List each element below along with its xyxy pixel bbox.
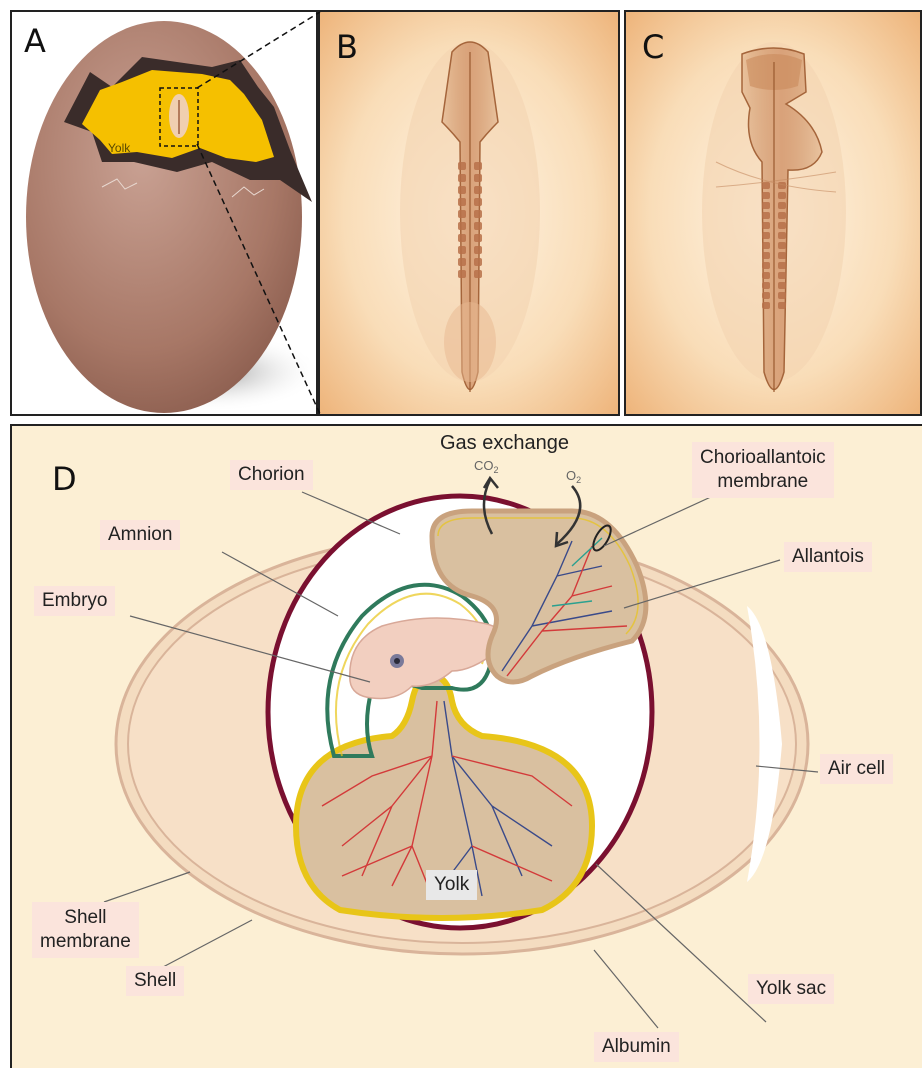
o2-label: O2 xyxy=(566,468,581,485)
yolk-label-a: Yolk xyxy=(108,141,131,155)
albumin-label: Albumin xyxy=(594,1032,679,1062)
allantois-label: Allantois xyxy=(784,542,872,572)
gas-exchange-label: Gas exchange xyxy=(440,432,569,454)
shell-label: Shell xyxy=(126,966,184,996)
yolk-label: Yolk xyxy=(426,870,477,900)
panel-a: Yolk A xyxy=(10,10,318,416)
egg-illustration: Yolk xyxy=(12,12,316,414)
yolk-sac-label: Yolk sac xyxy=(748,974,834,1004)
embryo-label: Embryo xyxy=(34,586,115,616)
co2-label: CO2 xyxy=(474,458,499,475)
embryo-b-illustration xyxy=(320,12,618,414)
panel-a-label: A xyxy=(24,22,46,60)
panel-c: C xyxy=(624,10,922,416)
embryo-c-illustration xyxy=(626,12,920,414)
panel-d-label: D xyxy=(52,460,77,498)
panel-b: B xyxy=(318,10,620,416)
panel-d: Gas exchange CO2 O2 D Chorion Chorioalla… xyxy=(10,424,922,1068)
chorion-label: Chorion xyxy=(230,460,313,490)
shell-membrane-label: Shell membrane xyxy=(32,902,139,958)
panel-b-label: B xyxy=(336,28,358,66)
air-cell-label: Air cell xyxy=(820,754,893,784)
chorioallantoic-membrane-label: Chorioallantoic membrane xyxy=(692,442,834,498)
panel-c-label: C xyxy=(642,28,664,66)
amnion-label: Amnion xyxy=(100,520,180,550)
